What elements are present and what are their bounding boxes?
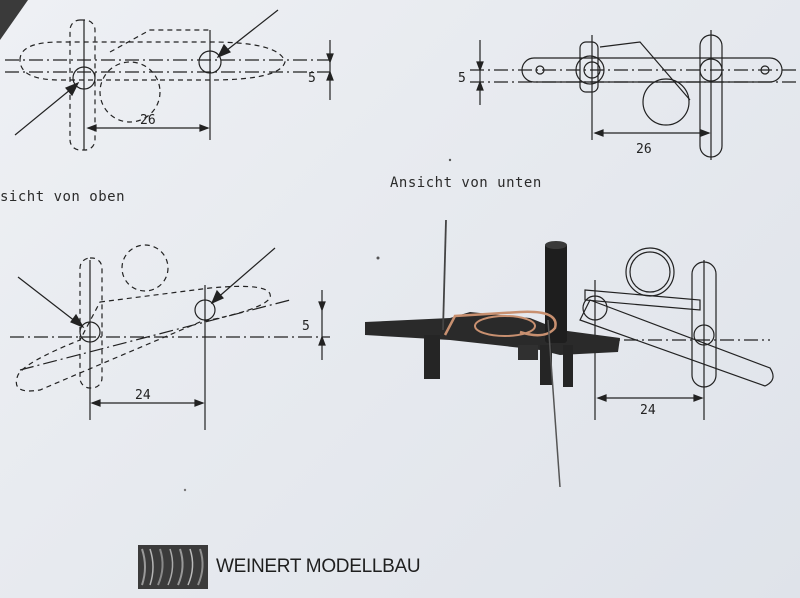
- speck: [448, 158, 452, 162]
- coupler-part: [365, 219, 620, 488]
- dim-top-right-horizontal: 26: [636, 142, 652, 157]
- dim-bottom-left-vertical: 5: [302, 319, 310, 334]
- brand-block: WEINERT MODELLBAU: [138, 543, 421, 591]
- drawing-top-left: [5, 9, 334, 151]
- dim-bottom-left-horizontal: 24: [135, 388, 151, 403]
- dim-top-left-vertical: 5: [308, 71, 316, 86]
- dim-top-left-horizontal: 26: [140, 113, 156, 128]
- shadow-corner: [0, 0, 28, 40]
- drawing-top-right: [470, 30, 800, 160]
- drawing-bottom-right: [579, 247, 774, 420]
- speck: [183, 488, 187, 492]
- dim-top-right-vertical: 5: [458, 71, 466, 86]
- view-label-bottom: Ansicht von unten: [390, 175, 542, 191]
- speck: [376, 256, 380, 260]
- view-label-top: sicht von oben: [0, 189, 126, 205]
- brand-name: WEINERT MODELLBAU: [216, 556, 421, 577]
- dim-bottom-right-horizontal: 24: [640, 403, 656, 418]
- brand-logo-icon: [138, 545, 208, 589]
- drawing-bottom-left: [10, 244, 330, 430]
